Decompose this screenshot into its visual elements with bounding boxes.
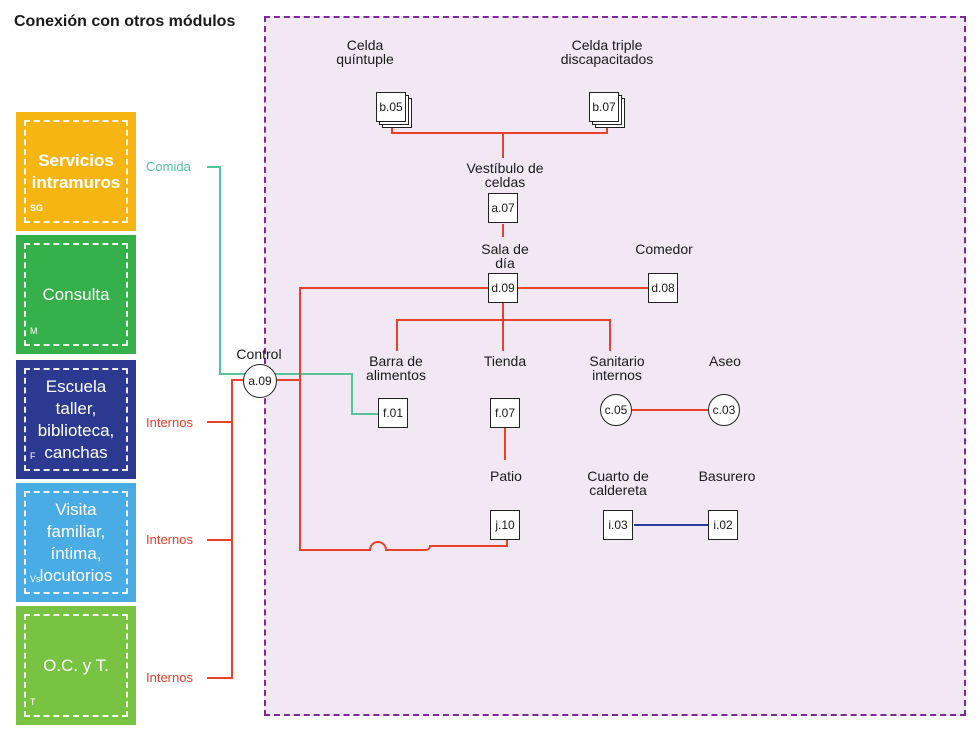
label-vestibulo: Vestíbulo de celdas (466, 160, 544, 190)
module-code: SG (30, 203, 44, 213)
wire-internos-control (231, 379, 248, 422)
node-b05: b.05 (376, 92, 406, 122)
module-name: O.C. y T. (43, 655, 109, 675)
wire-internos-trunk (207, 421, 233, 679)
label-basurero: Basurero (698, 468, 756, 484)
label-barra-alimentos: Barra de alimentos (366, 353, 426, 383)
module-code: F (30, 451, 36, 461)
node-i03: i.03 (603, 510, 633, 540)
module-servicios-intramuros: Servicios intramuros SG (16, 112, 136, 231)
node-c05: c.05 (600, 394, 632, 426)
module-zone (264, 16, 966, 716)
module-escuela-taller: Escuela taller, biblioteca, canchas F (16, 360, 136, 479)
label-tienda: Tienda (483, 353, 527, 369)
label-celda-triple: Celda triple discapacitados (560, 37, 654, 67)
module-name: Escuela taller, biblioteca, canchas (37, 376, 115, 462)
node-d08: d.08 (648, 273, 678, 303)
module-consulta: Consulta M (16, 235, 136, 354)
label-internos-2: Internos (146, 532, 193, 547)
wire-loop-patio (299, 288, 508, 551)
node-f07: f.07 (490, 398, 520, 428)
label-sala-dia: Sala de día (481, 241, 529, 271)
wire-comida (207, 166, 378, 415)
node-a07: a.07 (488, 193, 518, 223)
node-a09: a.09 (243, 364, 277, 398)
module-code: Vs (30, 574, 41, 584)
node-i02: i.02 (708, 510, 738, 540)
module-name: Visita familiar, íntima, locutorios (39, 499, 113, 585)
label-control: Control (236, 346, 282, 362)
module-code: T (30, 697, 36, 707)
label-comida: Comida (146, 159, 191, 174)
node-b07: b.07 (589, 92, 619, 122)
module-name: Servicios intramuros (31, 150, 121, 192)
label-internos-1: Internos (146, 415, 193, 430)
node-j10: j.10 (490, 510, 520, 540)
wire-celdas (391, 122, 608, 134)
label-comedor: Comedor (635, 241, 693, 257)
module-visita-familiar: Visita familiar, íntima, locutorios Vs (16, 483, 136, 602)
label-internos-3: Internos (146, 670, 193, 685)
label-patio: Patio (490, 468, 522, 484)
module-oc-t: O.C. y T. T (16, 606, 136, 725)
label-sanitario: Sanitario internos (589, 353, 645, 383)
label-celda-quintuple: Celda quíntuple (336, 37, 394, 67)
page-title: Conexión con otros módulos (14, 13, 236, 30)
node-f01: f.01 (378, 398, 408, 428)
node-c03: c.03 (708, 394, 740, 426)
module-code: M (30, 326, 38, 336)
wire-sala-branches (396, 303, 611, 351)
label-aseo: Aseo (709, 353, 741, 369)
module-name: Consulta (42, 284, 110, 304)
label-caldereta: Cuarto de caldereta (587, 468, 649, 498)
node-d09: d.09 (488, 273, 518, 303)
